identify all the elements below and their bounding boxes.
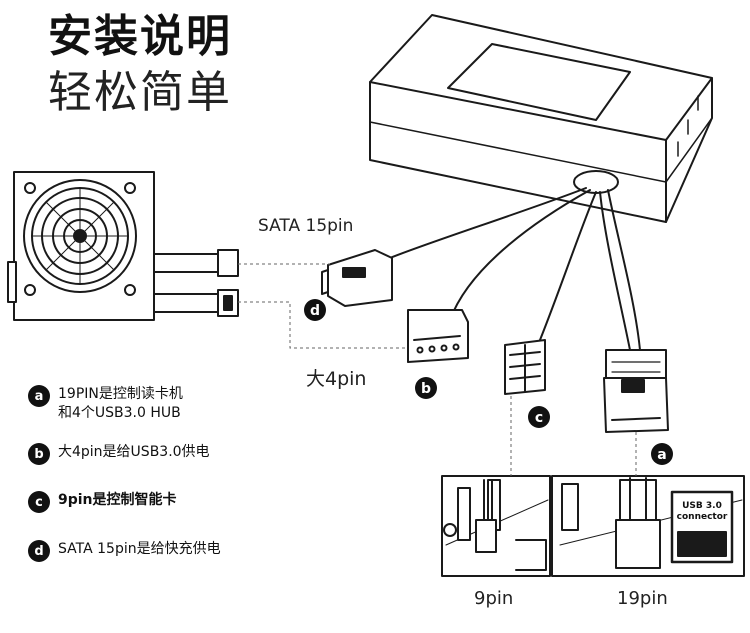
legend-badge-b: b [28, 443, 50, 465]
legend-badge-d: d [28, 540, 50, 562]
legend-badge-a: a [28, 385, 50, 407]
sata-15pin-label: SATA 15pin [258, 216, 353, 236]
badge-b: b [421, 381, 431, 397]
molex-4pin-connector [408, 310, 468, 362]
legend-item-c: c 9pin是控制智能卡 [28, 491, 177, 513]
card-reader-device [370, 15, 712, 222]
usb-connector-label-line2: connector [677, 512, 728, 522]
big-4pin-label: 大4pin [306, 364, 366, 391]
motherboard-19pin-inset [552, 476, 744, 576]
9pin-label: 9pin [474, 588, 513, 609]
legend-text-a: 19PIN是控制读卡机 和4个USB3.0 HUB [58, 385, 183, 423]
legend-badge-c: c [28, 491, 50, 513]
legend-text-d: SATA 15pin是给快充供电 [58, 540, 221, 559]
usb-connector-label-line1: USB 3.0 [682, 501, 722, 511]
legend-item-a: a 19PIN是控制读卡机 和4个USB3.0 HUB [28, 385, 183, 423]
motherboard-9pin-inset [442, 476, 550, 576]
badge-d: d [310, 303, 320, 319]
badge-a: a [657, 447, 666, 463]
badge-c: c [535, 410, 543, 426]
legend-item-d: d SATA 15pin是给快充供电 [28, 540, 221, 562]
legend-item-b: b 大4pin是给USB3.0供电 [28, 443, 210, 465]
9pin-connector [505, 340, 545, 394]
sata-connector [322, 250, 392, 306]
power-supply-unit [8, 172, 238, 320]
19pin-usb3-connector [604, 350, 668, 432]
19pin-label: 19pin [617, 588, 668, 609]
legend-text-b: 大4pin是给USB3.0供电 [58, 443, 210, 462]
legend-text-c: 9pin是控制智能卡 [58, 491, 177, 510]
